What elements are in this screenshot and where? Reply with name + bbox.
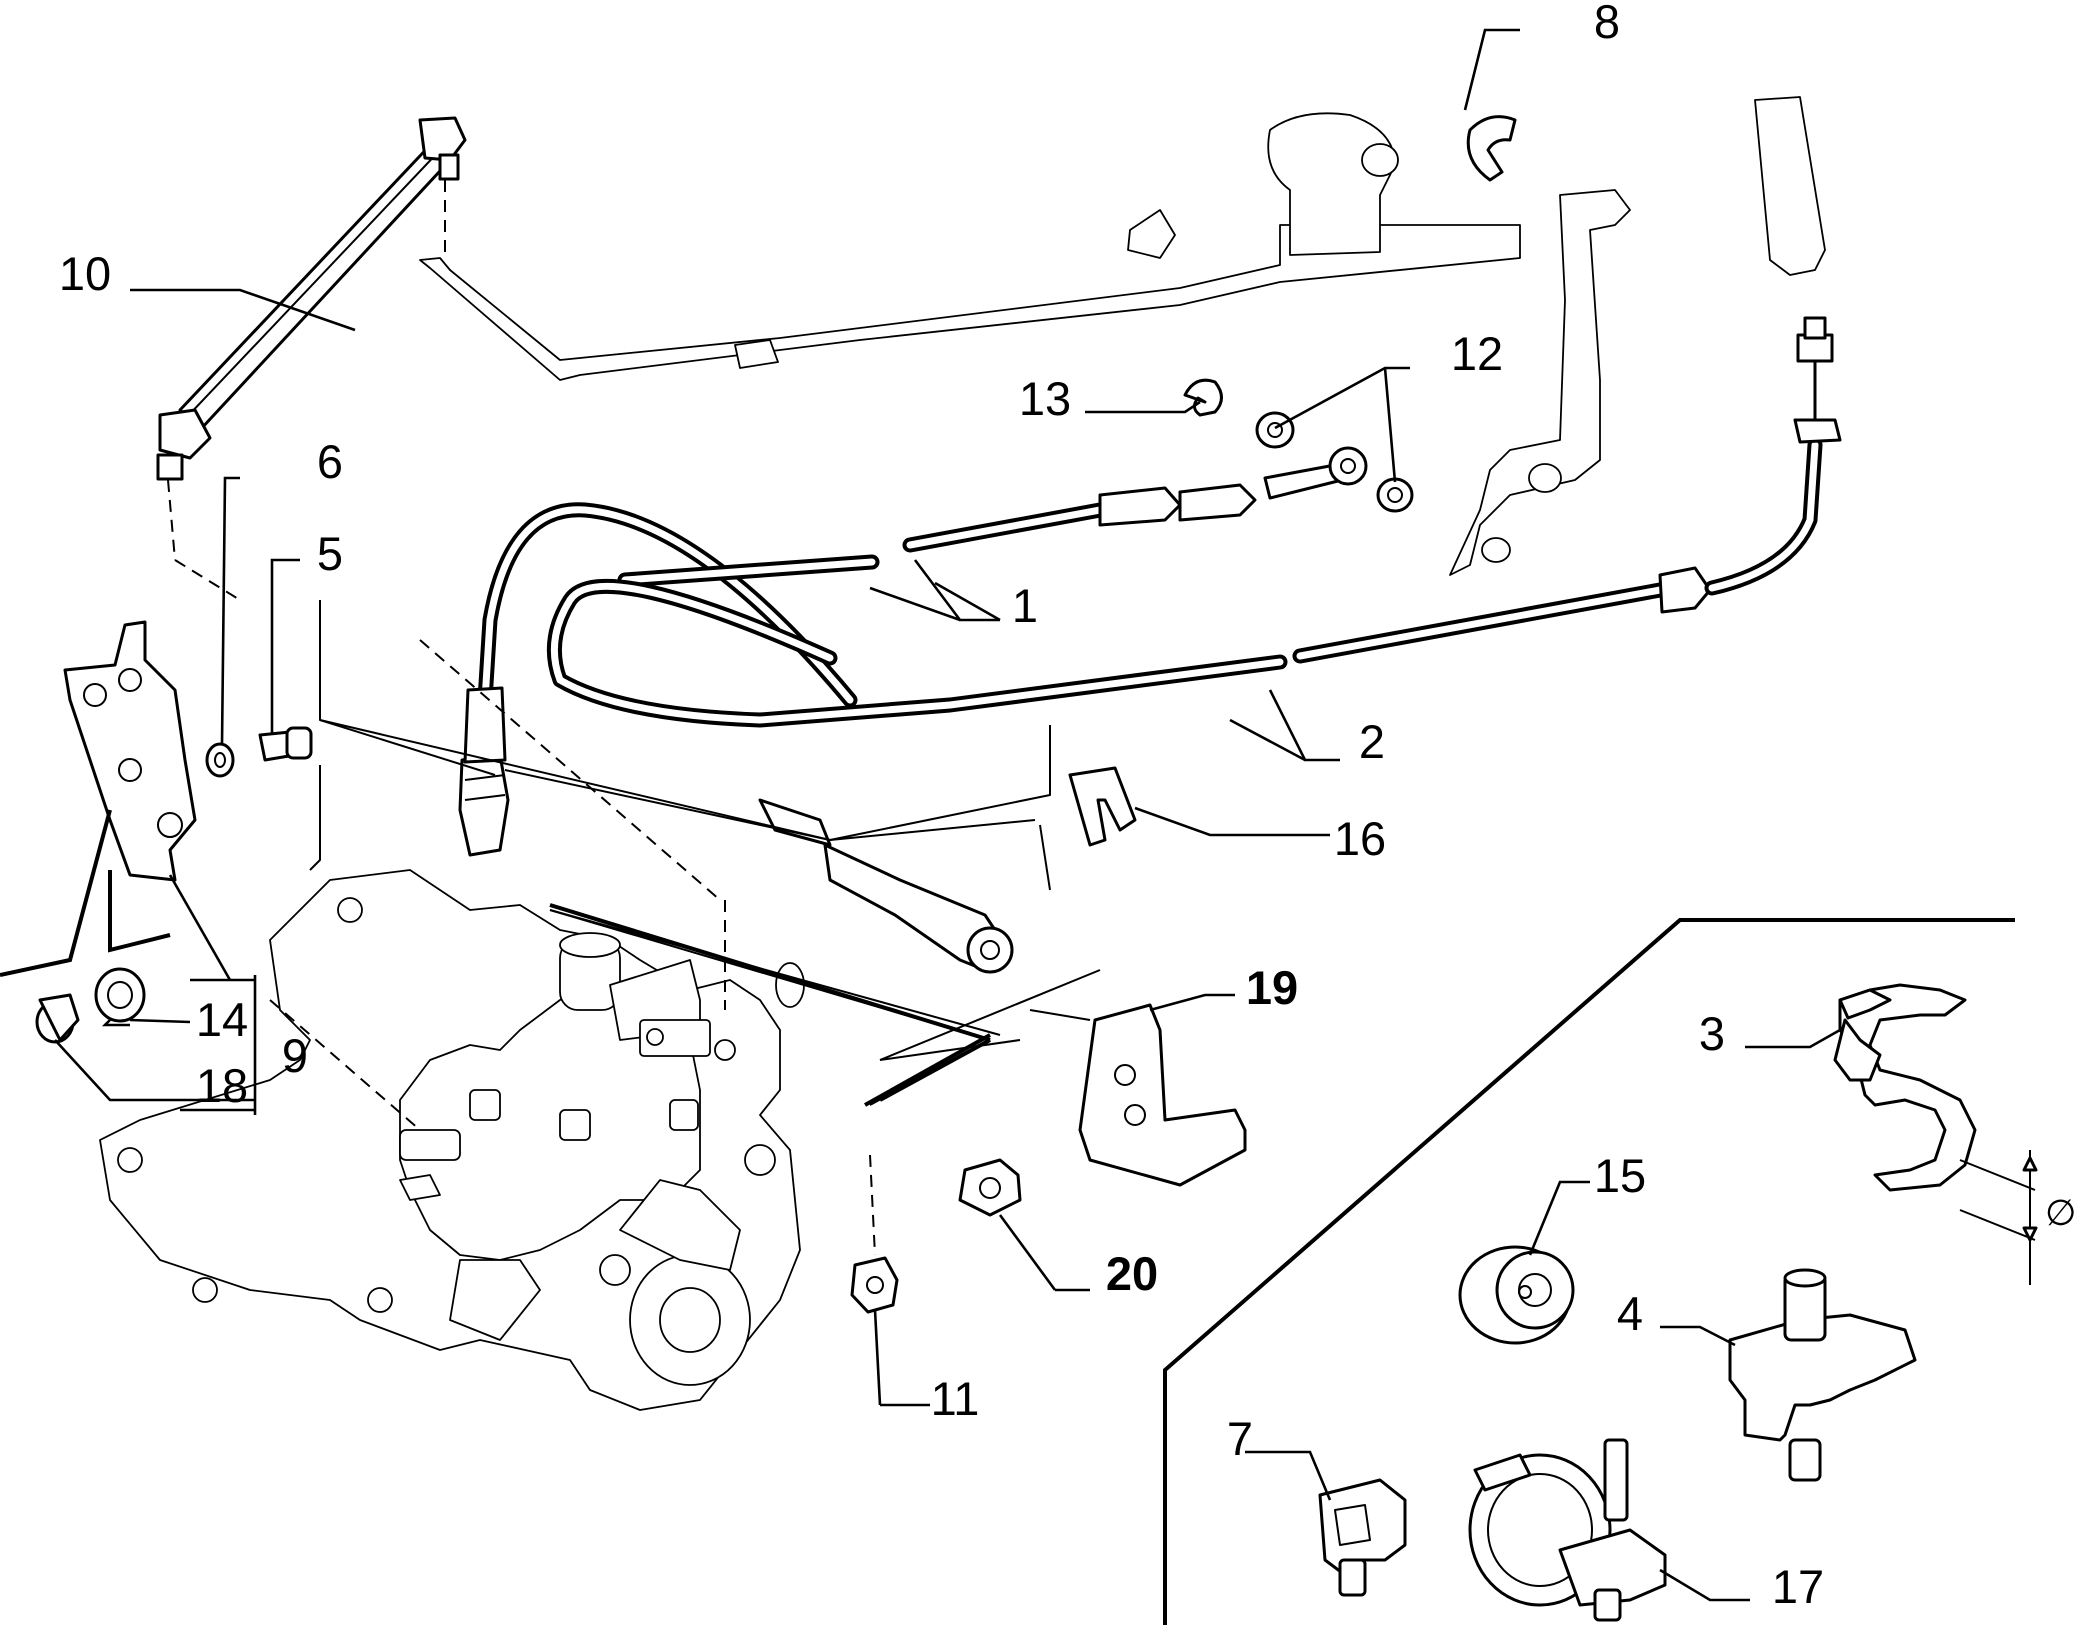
cable-clip-part-7 <box>1318 1478 1407 1597</box>
flange-nut-part-20 <box>958 1158 1022 1217</box>
callout-14: 14 <box>196 993 248 1046</box>
plug-part-18 <box>35 993 80 1044</box>
gearbox-housing <box>99 869 805 1411</box>
callout-13: 13 <box>1019 372 1071 425</box>
callout-5: 5 <box>317 527 343 580</box>
support-bracket-part-19 <box>1078 1003 1247 1187</box>
bracket-plate-part-14 <box>63 620 197 882</box>
callout-labels: 8 10 12 13 6 5 1 2 16 19 14 9 18 3 15 20… <box>59 0 1824 1613</box>
callout-8: 8 <box>1594 0 1620 48</box>
callout-1: 1 <box>1012 579 1038 632</box>
cable-clamp-part-17 <box>1468 1438 1667 1622</box>
callout-3: 3 <box>1699 1007 1725 1060</box>
cable-clip-part-3 <box>1833 983 1977 1192</box>
callout-7: 7 <box>1227 1412 1253 1465</box>
leader-lines <box>54 28 1841 1602</box>
callout-16: 16 <box>1334 812 1386 865</box>
grommet-part-15 <box>1458 1245 1575 1345</box>
callout-11: 11 <box>931 1372 980 1425</box>
callout-10: 10 <box>59 247 111 300</box>
washer-part-6 <box>205 742 235 778</box>
cable-clip-part-4 <box>1728 1268 1917 1482</box>
callout-17: 17 <box>1772 1560 1824 1613</box>
callout-12: 12 <box>1451 327 1503 380</box>
callout-15: 15 <box>1594 1149 1646 1202</box>
callout-4: 4 <box>1617 1287 1643 1340</box>
gear-lever-bracket <box>1449 96 1826 576</box>
callout-20: 20 <box>1106 1247 1158 1300</box>
callout-9: 9 <box>282 1029 308 1082</box>
diameter-marker: ∅ <box>1959 1150 2076 1285</box>
cable-part-1 <box>458 446 1368 974</box>
callout-19: 19 <box>1246 961 1298 1014</box>
diameter-symbol: ∅ <box>2045 1193 2076 1234</box>
bushings-part-12 <box>1255 411 1414 513</box>
fork-clip-part-16 <box>1068 766 1137 847</box>
retaining-clip-part-8 <box>1466 115 1517 182</box>
selector-rod <box>419 112 1521 381</box>
bolt-part-5 <box>258 726 313 762</box>
callout-6: 6 <box>317 435 343 488</box>
linkage-rod-part-10 <box>156 116 467 481</box>
assembly-guides <box>167 180 876 1256</box>
cable-part-2 <box>546 316 1842 728</box>
nut-part-11 <box>850 1256 899 1314</box>
callout-18: 18 <box>196 1059 248 1112</box>
bushing-part-14 <box>94 967 146 1023</box>
callout-2: 2 <box>1359 715 1385 768</box>
group-outlines <box>0 600 2015 1625</box>
